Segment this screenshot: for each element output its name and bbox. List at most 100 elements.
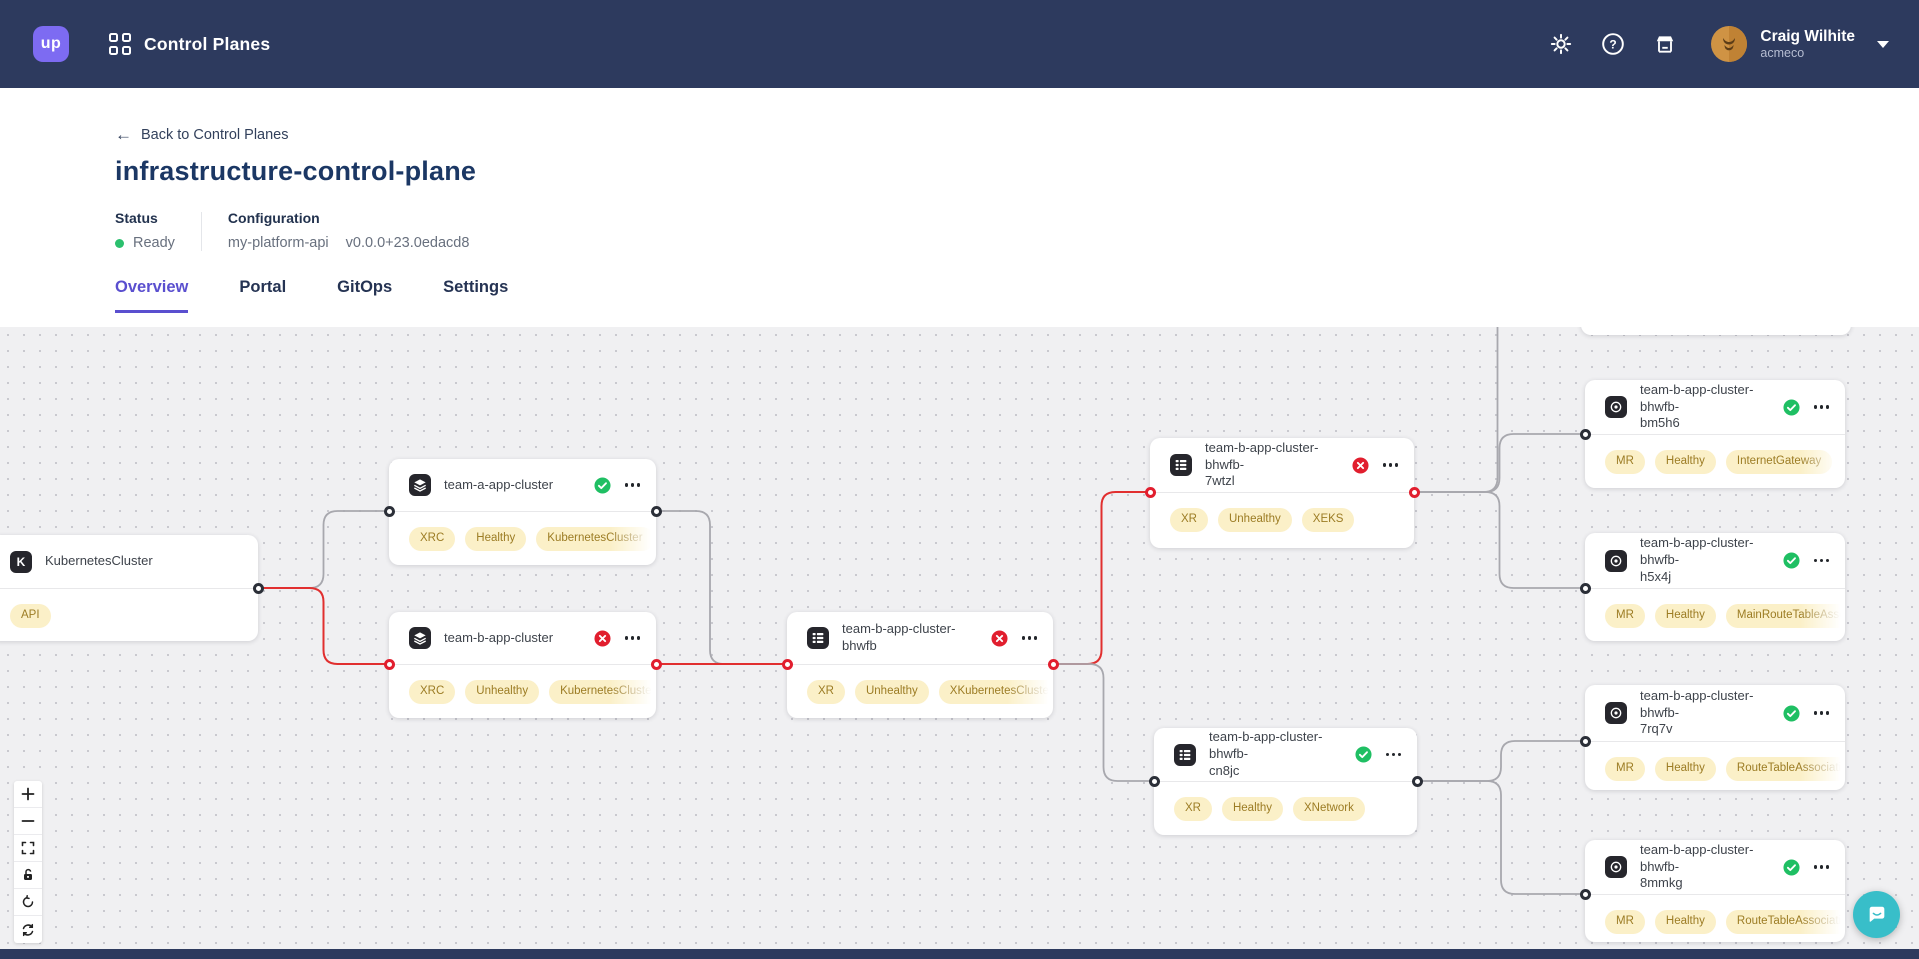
sync-button[interactable]: [14, 916, 42, 943]
node-badges: API: [10, 604, 256, 628]
node-badge: Healthy: [1654, 604, 1716, 628]
node-divider: [1585, 434, 1845, 435]
node-divider: [1150, 492, 1414, 493]
zoom-out-button[interactable]: [14, 808, 42, 835]
user-avatar[interactable]: [1711, 26, 1748, 62]
user-menu-caret-icon[interactable]: [1877, 40, 1889, 48]
node-menu-button[interactable]: [623, 477, 642, 492]
upbound-logo[interactable]: up: [33, 26, 69, 62]
node-badge: MR: [1605, 604, 1645, 628]
right-connection-handle[interactable]: [1411, 775, 1423, 787]
right-connection-handle[interactable]: [650, 505, 662, 517]
tab-gitops[interactable]: GitOps: [337, 278, 393, 296]
unhealthy-status-icon: [991, 629, 1008, 647]
configuration-label: Configuration: [227, 210, 320, 226]
node-divider: [389, 664, 656, 665]
node-badge: RouteTableAssociation: [1725, 757, 1843, 781]
node-menu-button[interactable]: [1812, 553, 1831, 568]
right-connection-handle[interactable]: [650, 658, 662, 670]
left-connection-handle[interactable]: [1579, 582, 1591, 594]
zoom-in-button[interactable]: [14, 781, 42, 808]
node-menu-button[interactable]: [623, 630, 642, 645]
managed-resource-icon: [1605, 549, 1627, 572]
help-icon[interactable]: ?: [1601, 32, 1625, 56]
node-badge: XR: [1174, 797, 1212, 821]
graph-edge: [1053, 491, 1150, 665]
left-connection-handle[interactable]: [383, 658, 395, 670]
node-label: team-b-app-cluster-bhwfb: [842, 621, 956, 653]
node-divider: [389, 511, 656, 512]
configuration-name[interactable]: my-platform-api: [227, 235, 329, 251]
status-ready-dot-icon: [115, 238, 124, 248]
settings-gear-icon[interactable]: [1549, 32, 1573, 56]
node-label: team-b-app-cluster-bhwfb- 7rq7v: [1640, 687, 1754, 737]
tab-overview[interactable]: Overview: [115, 278, 189, 313]
user-info[interactable]: Craig Wilhite acmeco: [1760, 27, 1855, 62]
node-divider: [1585, 588, 1845, 589]
tab-portal[interactable]: Portal: [239, 278, 287, 296]
page-title: infrastructure-control-plane: [115, 156, 477, 186]
node-header: team-b-app-cluster: [389, 612, 656, 664]
lock-button[interactable]: [14, 862, 42, 889]
node-menu-button[interactable]: [1384, 747, 1403, 762]
back-link[interactable]: ← Back to Control Planes: [115, 125, 289, 145]
healthy-status-icon: [1355, 746, 1372, 763]
node-header: team-a-app-cluster: [389, 459, 656, 511]
tab-settings[interactable]: Settings: [443, 278, 509, 296]
meta-row: Status Ready Configuration my-platform-a…: [115, 210, 1919, 251]
left-connection-handle[interactable]: [383, 505, 395, 517]
node-badge: Healthy: [1654, 757, 1716, 781]
graph-edge: [656, 510, 787, 665]
marketplace-icon[interactable]: [1653, 32, 1677, 56]
left-connection-handle[interactable]: [1148, 775, 1160, 787]
apps-grid-icon[interactable]: [109, 33, 131, 55]
node-label: KubernetesCluster: [45, 553, 153, 569]
node-menu-button[interactable]: [1812, 859, 1831, 874]
fit-view-button[interactable]: [14, 835, 42, 862]
node-menu-button[interactable]: [1381, 457, 1400, 472]
left-connection-handle[interactable]: [1579, 888, 1591, 900]
node-header: team-b-app-cluster-bhwfb- h5x4j: [1585, 533, 1845, 588]
node-badge: XR: [1170, 508, 1208, 532]
left-connection-handle[interactable]: [1144, 486, 1156, 498]
node-menu-button[interactable]: [1812, 705, 1831, 720]
graph-node-partial-top-card[interactable]: [1581, 327, 1851, 335]
right-connection-handle[interactable]: [1408, 486, 1420, 498]
graph-edge: [1414, 433, 1585, 493]
user-name: Craig Wilhite: [1760, 27, 1855, 45]
node-divider: [1585, 894, 1845, 895]
page-header: ← Back to Control Planes infrastructure-…: [0, 88, 1919, 327]
bottom-bar: [0, 949, 1919, 959]
node-label: team-b-app-cluster-bhwfb- bm5h6: [1640, 381, 1754, 431]
right-connection-handle[interactable]: [252, 582, 264, 594]
node-menu-button[interactable]: [1812, 399, 1831, 414]
svg-text:?: ?: [1610, 37, 1617, 51]
chat-launcher-button[interactable]: [1853, 891, 1900, 938]
node-menu-button[interactable]: [1020, 630, 1039, 645]
right-connection-handle[interactable]: [1047, 658, 1059, 670]
healthy-status-icon: [1783, 552, 1800, 569]
rotate-button[interactable]: [14, 889, 42, 916]
left-connection-handle[interactable]: [1579, 428, 1591, 440]
graph-edge: [1414, 327, 1499, 493]
configuration-value: my-platform-api v0.0.0+23.0edacd8: [228, 235, 469, 251]
left-connection-handle[interactable]: [781, 658, 793, 670]
left-connection-handle[interactable]: [1579, 735, 1591, 747]
node-divider: [1585, 741, 1845, 742]
